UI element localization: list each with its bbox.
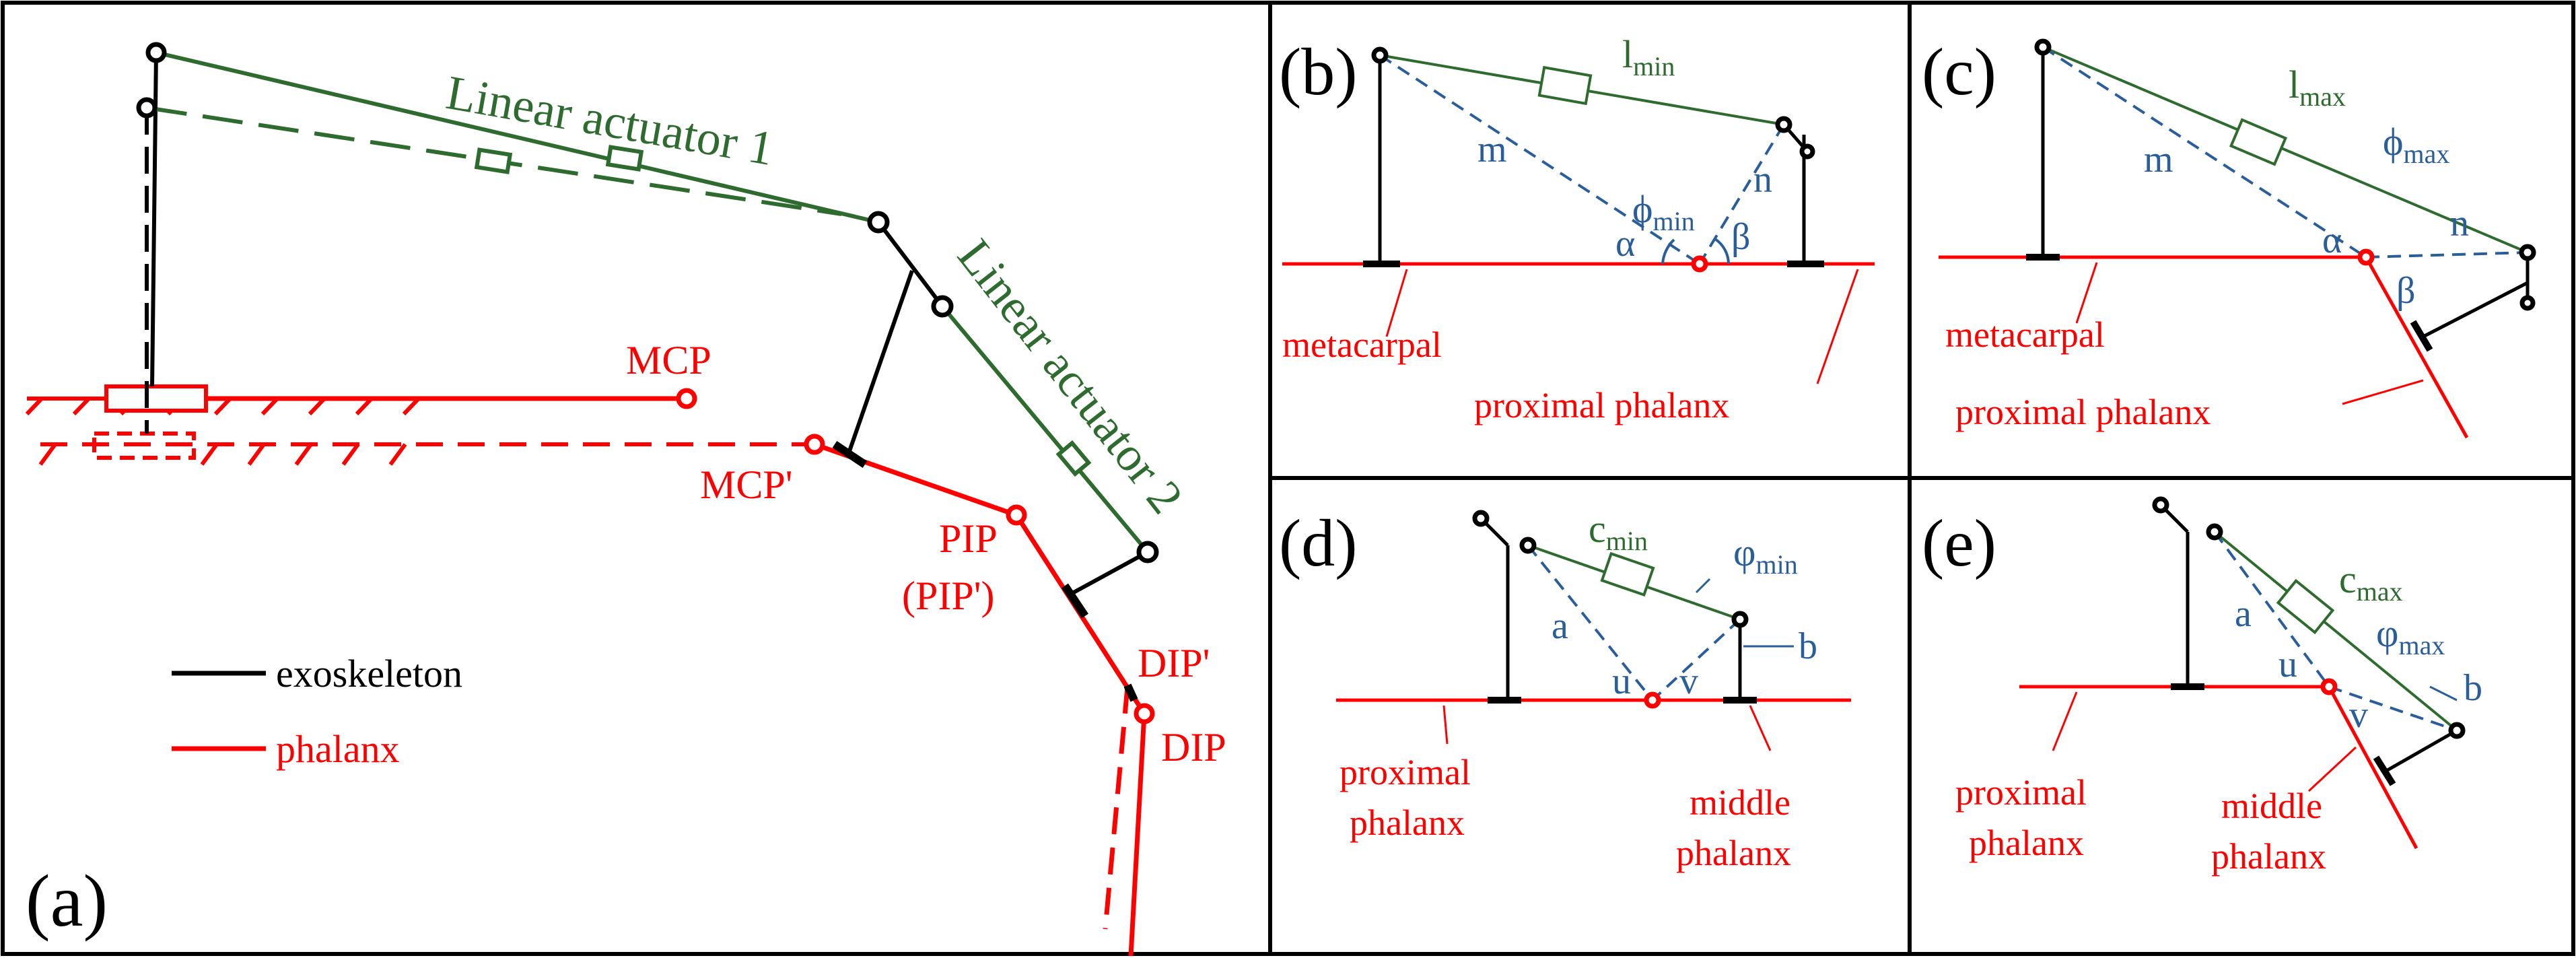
panel-c-l-label: lmax (2289, 63, 2346, 112)
panel-b-proximal: proximal phalanx (1474, 385, 1729, 425)
legend-phalanx-label: phalanx (276, 727, 400, 771)
exoskeleton-links (145, 52, 1149, 594)
panel-c-alpha: α (2322, 219, 2342, 261)
panel-b-alpha: α (1615, 223, 1635, 265)
panel-a-tag: (a) (26, 860, 108, 942)
panel-d-phi-label: φmin (1733, 531, 1798, 580)
panel-c-beta: β (2396, 270, 2416, 312)
panel-d-proximal-2: phalanx (1350, 802, 1465, 843)
panel-e-v-label: v (2349, 694, 2368, 736)
panel-d-c-label: cmin (1589, 507, 1648, 556)
panel-d-tag: (d) (1279, 506, 1358, 580)
panel-a: Linear actuator 1 Linear actuator 2 MCP … (25, 42, 1226, 957)
panel-d-b-label: b (1799, 625, 1817, 667)
joints-a (136, 42, 1159, 724)
panel-e-a-label: a (2235, 593, 2252, 635)
actuator-1 (146, 50, 879, 224)
legend-exoskeleton-label: exoskeleton (276, 652, 462, 695)
panel-c-phi-label: ϕmax (2383, 120, 2449, 169)
panel-b-beta: β (1731, 216, 1751, 258)
panel-e-proximal-1: proximal (1955, 772, 2087, 813)
panel-c-m-label: m (2144, 139, 2173, 180)
panel-c-n-label: n (2450, 203, 2469, 244)
actuator-2-label: Linear actuator 2 (947, 230, 1193, 524)
panel-e-c-label: cmax (2339, 557, 2403, 607)
panel-e-phi-label: φmax (2376, 611, 2445, 660)
dip-label: DIP (1161, 725, 1226, 769)
base-block-shifted (92, 432, 196, 460)
panel-d-u-label: u (1612, 660, 1631, 702)
panel-e-b-label: b (2464, 667, 2482, 709)
panel-d-middle-1: middle (1690, 782, 1790, 823)
panel-b-phi-label: ϕmin (1632, 187, 1695, 236)
panel-b-n-label: n (1753, 159, 1772, 201)
panel-c: (c) lmax m n ϕmax α β metacarpal proxima… (1922, 34, 2536, 439)
ground-hatch-dashed (38, 442, 814, 466)
panel-c-metacarpal: metacarpal (1945, 314, 2105, 355)
panel-e-tag: (e) (1922, 506, 1996, 580)
panel-e-middle-1: middle (2221, 786, 2322, 826)
actuator-2 (940, 305, 1150, 553)
panel-b: (b) lmin m n ϕmin α β metacarpal proxima… (1279, 32, 1875, 425)
pip-prime-label: (PIP') (902, 574, 995, 618)
panel-b-tag: (b) (1279, 34, 1358, 109)
panel-c-proximal: proximal phalanx (1955, 392, 2211, 432)
panel-d: (d) cmin φmin a b u v proximal phalanx m… (1279, 506, 1851, 873)
panel-e-proximal-2: phalanx (1969, 823, 2084, 863)
panel-e: (e) cmax φmax a b u v proximal phalanx m… (1922, 496, 2482, 877)
panel-d-v-label: v (1679, 660, 1698, 702)
exo-pads (832, 441, 1138, 702)
base-block (104, 384, 208, 413)
panel-b-metacarpal: metacarpal (1282, 324, 1442, 365)
panel-e-middle-2: phalanx (2211, 836, 2326, 877)
panel-d-middle-2: phalanx (1676, 833, 1791, 873)
dip-segment-dashed (1103, 686, 1130, 930)
panel-d-proximal-1: proximal (1339, 752, 1471, 792)
legend: exoskeleton phalanx (172, 652, 462, 771)
panel-e-u-label: u (2278, 644, 2297, 685)
mcp-prime-label: MCP' (700, 463, 793, 507)
panel-e-border (1908, 476, 2575, 956)
mcp-label: MCP (626, 338, 711, 382)
panel-d-a-label: a (1552, 605, 1568, 647)
dip-prime-label: DIP' (1138, 641, 1210, 685)
panel-b-m-label: m (1477, 129, 1507, 170)
panel-b-l-label: lmin (1622, 32, 1675, 81)
pip-label: PIP (939, 516, 998, 561)
panel-c-tag: (c) (1922, 34, 1996, 109)
